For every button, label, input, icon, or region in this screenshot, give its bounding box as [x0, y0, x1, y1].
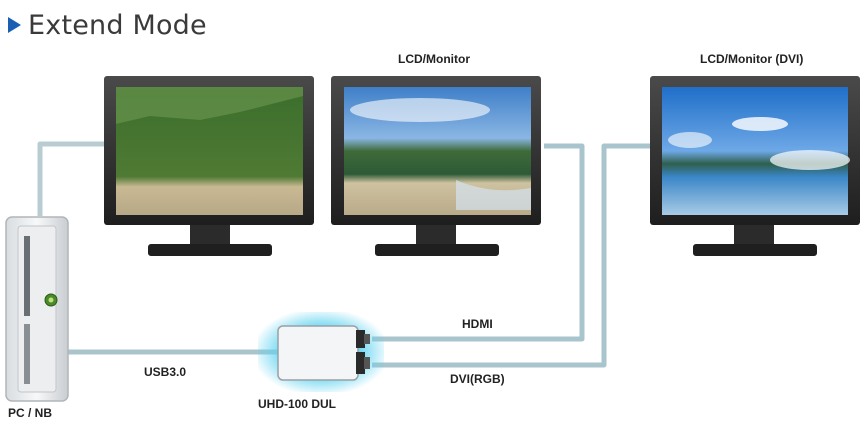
pc-to-monitor1-cable [37, 141, 110, 216]
mode-title: Extend Mode [8, 8, 207, 42]
usb-label: USB3.0 [144, 365, 187, 379]
cables [37, 141, 652, 368]
monitor-2 [331, 76, 541, 256]
monitor-3 [650, 76, 860, 256]
mode-title-text: Extend Mode [28, 9, 207, 41]
dvi-cable [372, 143, 652, 368]
pc-tower [5, 216, 69, 402]
play-arrow-icon [8, 17, 21, 33]
dvi-label: DVI(RGB) [450, 372, 505, 386]
pc-label: PC / NB [8, 406, 53, 420]
hdmi-label: HDMI [462, 317, 493, 331]
hdmi-cable [372, 143, 585, 342]
monitor-1 [104, 76, 314, 256]
monitor-2-label: LCD/Monitor [398, 52, 470, 66]
adapter-label: UHD-100 DUL [258, 397, 337, 411]
usb-adapter [258, 312, 384, 392]
monitor-3-label: LCD/Monitor (DVI) [700, 52, 804, 66]
